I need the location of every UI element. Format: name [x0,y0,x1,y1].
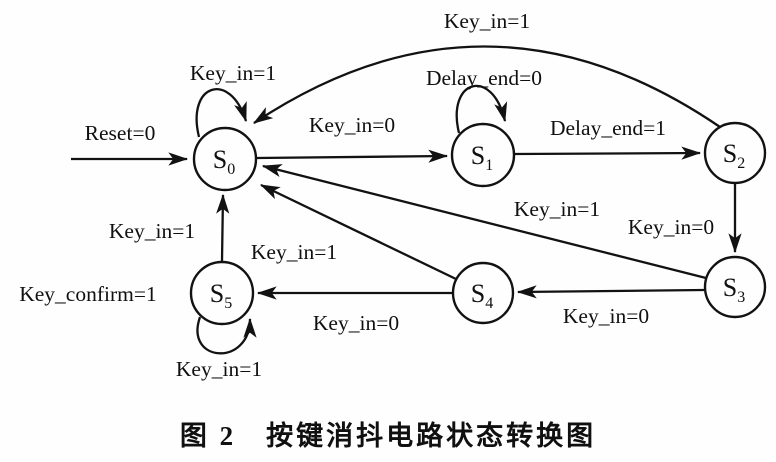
state-s1-circle [450,122,516,188]
label-s3-s0: Key_in=1 [514,197,600,221]
label-s1-s2: Delay_end=1 [550,116,666,140]
state-s2-circle [703,121,767,185]
transition-s4-to-s0-arrow [260,183,457,281]
transition-s0-to-s1-arrow [256,149,449,163]
label-s3-s4: Key_in=0 [563,304,649,328]
figure-caption: 图 2 按键消抖电路状态转换图 [179,421,597,451]
state-s5-circle [189,260,255,326]
state-s0-circle [192,126,258,192]
label-s0-s1: Key_in=0 [309,113,395,137]
state-transition-diagram: S0 S1 S2 S3 S4 S5 Reset=0 Key_in=1 Key_i… [19,9,767,381]
label-s4-s5: Key_in=0 [313,311,399,335]
state-s3-circle [703,255,767,319]
state-s0-label: S0 [213,145,235,178]
transition-s5-self-loop-arrow [196,316,257,355]
state-s4-label: S4 [471,279,493,312]
transition-s3-to-s0-arrow [261,164,707,280]
state-s1-label: S1 [471,141,493,174]
label-s2-s3: Key_in=0 [628,215,714,239]
label-s5-s0: Key_in=1 [109,219,195,243]
transition-s1-self-loop-arrow [455,84,508,134]
transition-s3-to-s4-arrow [516,285,705,299]
label-s5-loop: Key_in=1 [176,357,262,381]
state-s4-circle [451,261,515,325]
state-s3-label: S3 [723,273,745,306]
label-s2-s0: Key_in=1 [444,9,530,33]
state-s5-label: S5 [210,279,232,312]
label-s5-output: Key_confirm=1 [19,282,157,306]
transition-s5-to-s0-arrow [216,193,230,262]
transition-s1-to-s2-arrow [514,146,702,160]
label-s1-loop: Delay_end=0 [426,66,542,90]
transition-s0-self-loop-arrow [195,88,248,138]
label-s0-loop: Key_in=1 [190,61,276,85]
state-s2-label: S2 [723,139,745,172]
label-reset: Reset=0 [85,121,156,145]
transition-s2-to-s0-arrow [253,45,721,128]
label-s4-s0: Key_in=1 [251,240,337,264]
